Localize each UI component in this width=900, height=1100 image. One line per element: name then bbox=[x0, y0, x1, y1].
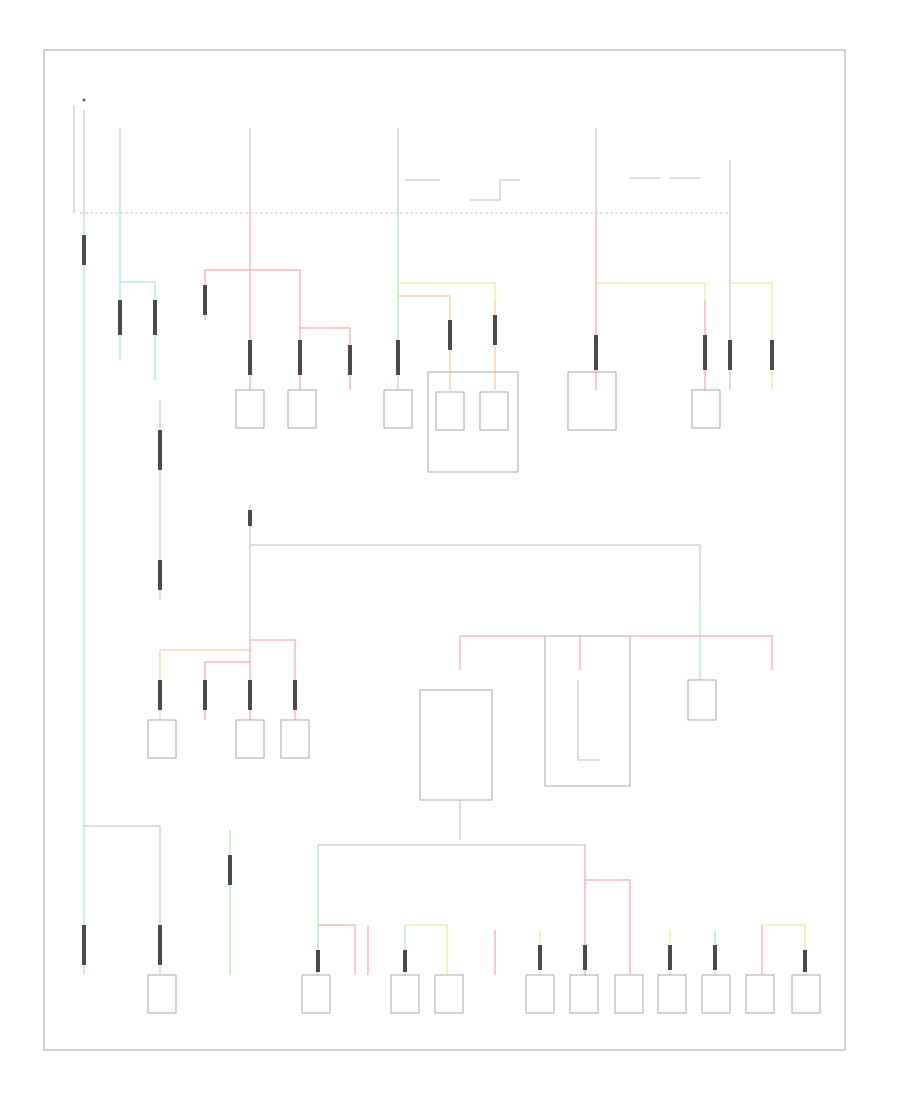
top-fuse-section bbox=[73, 98, 731, 214]
pink-1d bbox=[300, 327, 351, 390]
bottom-component-4 bbox=[434, 974, 464, 1014]
component-m1 bbox=[147, 719, 177, 759]
relay-switch-1 bbox=[405, 179, 520, 201]
connector-mid-feed bbox=[248, 510, 252, 526]
diagram-border bbox=[43, 49, 846, 1051]
yellow-2b bbox=[398, 282, 496, 300]
connector-m2 bbox=[203, 680, 207, 710]
connector-switch-2 bbox=[158, 560, 162, 590]
bottom-pink-bus bbox=[584, 845, 631, 975]
connector-trunk-2 bbox=[82, 925, 86, 965]
connector-b6 bbox=[713, 945, 717, 970]
component-group-box bbox=[427, 371, 519, 473]
branch-group-4 bbox=[728, 213, 774, 390]
pink-1b bbox=[205, 269, 301, 390]
connector-m1 bbox=[158, 680, 162, 710]
connector-g4a bbox=[728, 340, 732, 370]
bottom-component-2 bbox=[301, 974, 331, 1014]
component-right-mid bbox=[687, 679, 717, 721]
connector-cyan-2 bbox=[153, 300, 157, 335]
bottom-component-6 bbox=[569, 974, 599, 1014]
mid-bus bbox=[250, 544, 701, 640]
cyan-wire-2 bbox=[120, 281, 156, 380]
pink-branch-group-1 bbox=[203, 213, 352, 429]
bottom-component-8 bbox=[657, 974, 687, 1014]
connector-switch bbox=[158, 430, 162, 470]
yellow-3b bbox=[596, 282, 706, 300]
connector-p1d bbox=[348, 345, 352, 375]
bottom-component-5 bbox=[525, 974, 555, 1014]
bottom-component-9 bbox=[701, 974, 731, 1014]
component-4 bbox=[435, 391, 465, 431]
component-3 bbox=[383, 389, 413, 429]
bottom-component-1 bbox=[147, 974, 177, 1014]
connector-p1c bbox=[298, 340, 302, 375]
bottom-section bbox=[147, 844, 821, 1014]
connector-b5 bbox=[668, 945, 672, 970]
connector-b2 bbox=[403, 950, 407, 972]
connector-m4 bbox=[293, 680, 297, 710]
mid-pink-c bbox=[204, 661, 250, 720]
component-2 bbox=[287, 389, 317, 429]
connector-bottom-right bbox=[228, 855, 232, 885]
bottom-component-11 bbox=[791, 974, 821, 1014]
splice-dot bbox=[82, 98, 86, 102]
component-7 bbox=[691, 389, 721, 429]
connector-trunk-1 bbox=[82, 235, 86, 265]
component-m4 bbox=[280, 719, 310, 759]
bottom-yellow-1 bbox=[405, 924, 448, 975]
connector-cyan-1 bbox=[118, 300, 122, 335]
connector-b7 bbox=[803, 950, 807, 972]
component-5 bbox=[479, 391, 509, 431]
mid-right-bus bbox=[460, 635, 773, 670]
bottom-component-7 bbox=[614, 974, 644, 1014]
connector-m3 bbox=[248, 680, 252, 710]
branch-group-3 bbox=[567, 213, 721, 431]
cyan-branch bbox=[118, 213, 162, 600]
branch-group-2 bbox=[383, 213, 519, 473]
connector-g2c bbox=[493, 315, 497, 345]
bottom-junction bbox=[84, 825, 161, 975]
component-6 bbox=[567, 371, 617, 431]
connector-p1b bbox=[248, 340, 252, 375]
connector-b3 bbox=[538, 945, 542, 970]
bottom-yellow-4 bbox=[762, 924, 806, 975]
connector-g2a bbox=[396, 340, 400, 375]
left-ground-trunk bbox=[82, 213, 232, 975]
module-box-2 bbox=[544, 635, 631, 787]
org-2c bbox=[398, 295, 451, 390]
component-1 bbox=[235, 389, 265, 429]
yellow-4b bbox=[730, 282, 773, 390]
mid-pink-a bbox=[250, 639, 296, 720]
bottom-component-3 bbox=[390, 974, 420, 1014]
connector-g4b bbox=[770, 340, 774, 370]
connector-g2b bbox=[448, 320, 452, 350]
module-2-wires bbox=[577, 680, 600, 761]
module-box-1 bbox=[419, 689, 493, 801]
connector-p1a bbox=[203, 285, 207, 315]
connector-g3a bbox=[594, 335, 598, 370]
middle-section bbox=[147, 505, 773, 840]
connector-b1 bbox=[316, 950, 320, 972]
bottom-component-10 bbox=[745, 974, 775, 1014]
component-m3 bbox=[235, 719, 265, 759]
bottom-pink-1 bbox=[318, 924, 356, 975]
connector-g3b bbox=[703, 335, 707, 370]
connector-b4 bbox=[583, 945, 587, 970]
connector-bottom-mid bbox=[158, 925, 162, 965]
